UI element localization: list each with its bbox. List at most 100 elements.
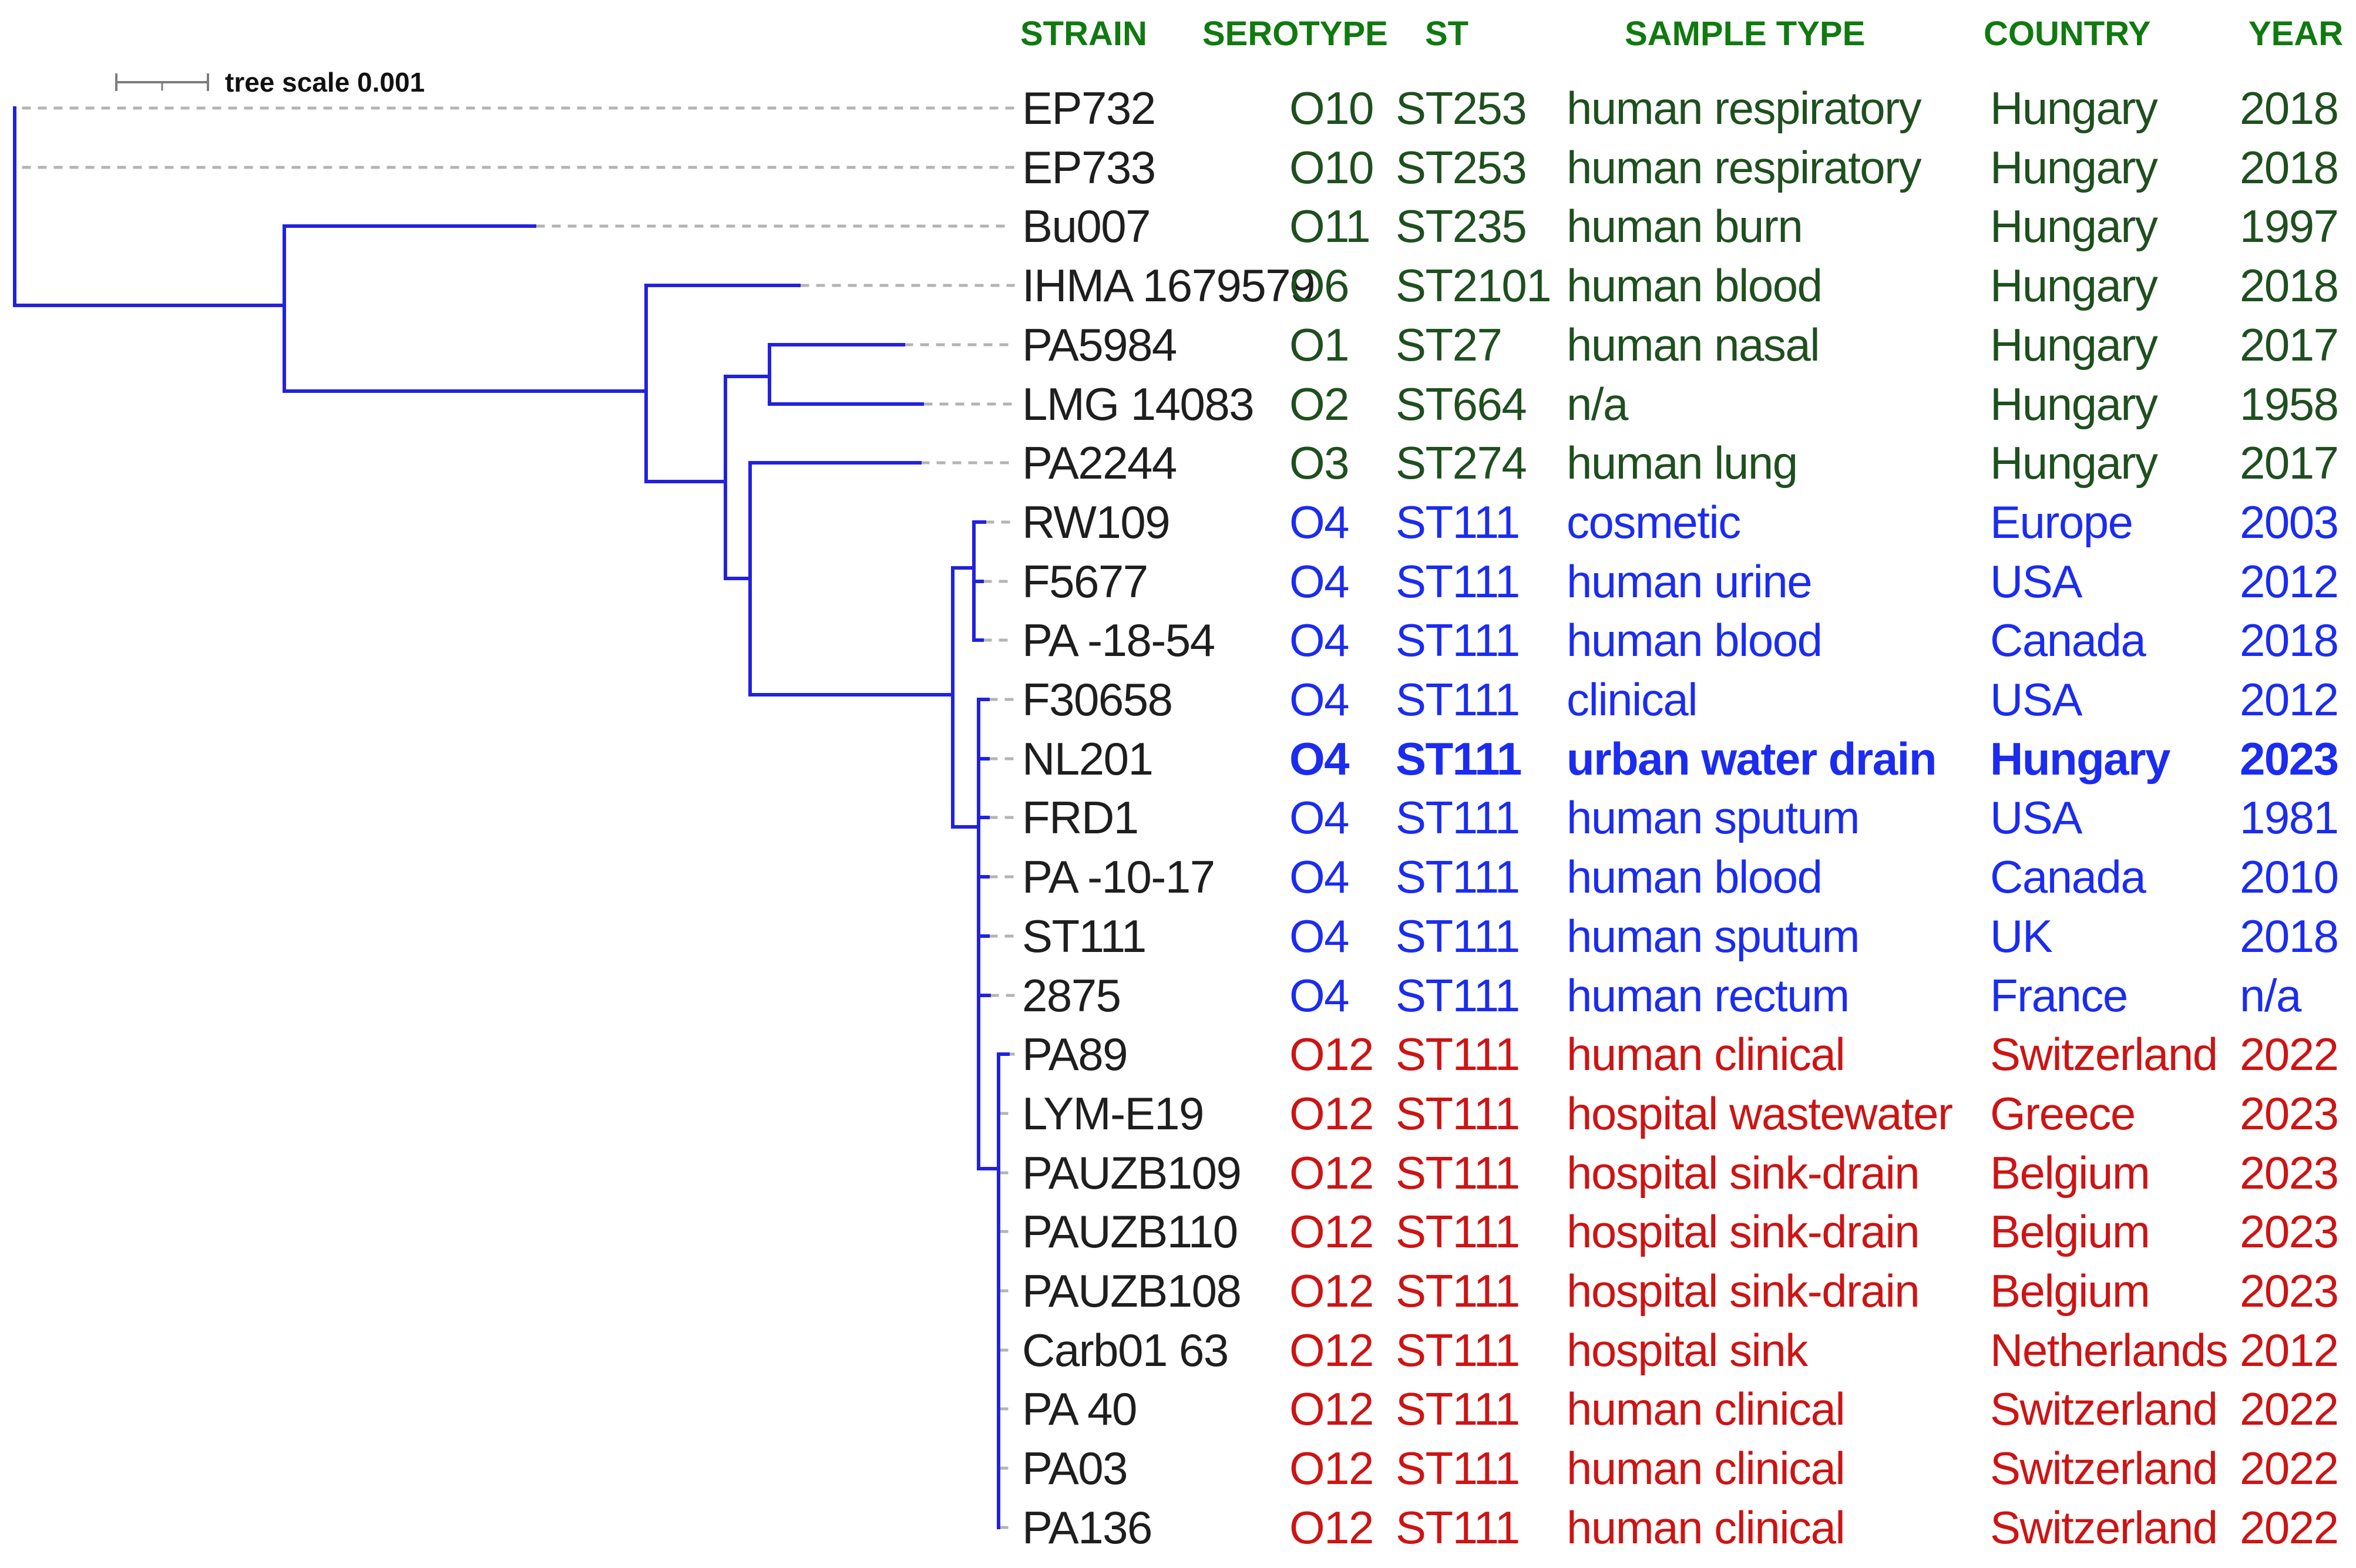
table-row: PAUZB109 O12 ST111 hospital sink-drain B… (0, 1143, 2356, 1203)
country-cell: Hungary (1990, 200, 2158, 252)
table-row: PA89 O12 ST111 human clinical Switzerlan… (0, 1024, 2356, 1084)
st-cell: ST111 (1396, 556, 1520, 607)
country-cell: Switzerland (1990, 1383, 2218, 1435)
country-cell: Belgium (1990, 1147, 2150, 1199)
strain-label: LMG 14083 (1022, 378, 1255, 430)
serotype-cell: O12 (1289, 1383, 1374, 1435)
year-cell: 1958 (2240, 378, 2339, 430)
serotype-cell: O4 (1289, 674, 1350, 725)
country-cell: Hungary (1990, 378, 2158, 430)
st-cell: ST111 (1396, 1265, 1520, 1317)
year-cell: 2023 (2240, 1088, 2339, 1139)
table-row: PA03 O12 ST111 human clinical Switzerlan… (0, 1438, 2356, 1498)
year-cell: 2018 (2240, 614, 2339, 666)
year-cell: 2023 (2240, 1265, 2339, 1317)
table-row: NL201 O4 ST111 urban water drain Hungary… (0, 729, 2356, 789)
serotype-cell: O10 (1289, 142, 1374, 193)
table-row: LMG 14083 O2 ST664 n/a Hungary 1958 (0, 374, 2356, 434)
serotype-cell: O4 (1289, 970, 1350, 1021)
country-cell: France (1990, 970, 2128, 1021)
sample-type-cell: human clinical (1567, 1442, 1846, 1494)
country-cell: Belgium (1990, 1206, 2150, 1257)
strain-label: F30658 (1022, 674, 1173, 725)
year-cell: 2018 (2240, 910, 2339, 962)
country-cell: Hungary (1990, 260, 2158, 311)
strain-label: NL201 (1022, 733, 1154, 785)
table-row: EP732 O10 ST253 human respiratory Hungar… (0, 78, 2356, 138)
serotype-cell: O12 (1289, 1502, 1374, 1553)
serotype-cell: O2 (1289, 378, 1350, 430)
year-cell: 2022 (2240, 1383, 2339, 1435)
strain-label: EP733 (1022, 142, 1156, 193)
sample-type-cell: human sputum (1567, 792, 1860, 843)
st-cell: ST111 (1396, 1502, 1520, 1553)
country-cell: Netherlands (1990, 1324, 2229, 1376)
country-cell: Hungary (1990, 437, 2158, 489)
st-cell: ST111 (1396, 970, 1520, 1021)
serotype-cell: O3 (1289, 437, 1350, 489)
column-header-country: COUNTRY (1984, 15, 2151, 53)
country-cell: Switzerland (1990, 1442, 2218, 1494)
country-cell: Canada (1990, 614, 2146, 666)
year-cell: 2012 (2240, 556, 2339, 607)
year-cell: 2022 (2240, 1502, 2339, 1553)
year-cell: 2018 (2240, 82, 2339, 134)
country-cell: Switzerland (1990, 1502, 2218, 1553)
sample-type-cell: human clinical (1567, 1028, 1846, 1080)
sample-type-cell: human blood (1567, 851, 1823, 903)
table-row: LYM-E19 O12 ST111 hospital wastewater Gr… (0, 1084, 2356, 1143)
table-row: ST111 O4 ST111 human sputum UK 2018 (0, 906, 2356, 966)
country-cell: Hungary (1990, 82, 2158, 134)
serotype-cell: O4 (1289, 556, 1350, 607)
table-row: FRD1 O4 ST111 human sputum USA 1981 (0, 788, 2356, 847)
sample-type-cell: human respiratory (1567, 142, 1922, 193)
serotype-cell: O4 (1289, 792, 1350, 843)
sample-type-cell: cosmetic (1567, 496, 1741, 548)
country-cell: Switzerland (1990, 1028, 2218, 1080)
st-cell: ST111 (1396, 851, 1520, 903)
strain-label: LYM-E19 (1022, 1088, 1204, 1139)
sample-type-cell: human lung (1567, 437, 1798, 489)
table-row: F5677 O4 ST111 human urine USA 2012 (0, 551, 2356, 611)
st-cell: ST27 (1396, 319, 1503, 371)
year-cell: 2003 (2240, 496, 2339, 548)
strain-label: IHMA 1679579 (1022, 260, 1316, 311)
sample-type-cell: human burn (1567, 200, 1803, 252)
country-cell: UK (1990, 910, 2053, 962)
strain-label: Carb01 63 (1022, 1324, 1229, 1376)
serotype-cell: O1 (1289, 319, 1350, 371)
st-cell: ST274 (1396, 437, 1527, 489)
strain-label: PA -18-54 (1022, 614, 1215, 666)
serotype-cell: O6 (1289, 260, 1350, 311)
country-cell: Greece (1990, 1088, 2136, 1139)
table-row: PAUZB108 O12 ST111 hospital sink-drain B… (0, 1261, 2356, 1321)
year-cell: n/a (2240, 970, 2301, 1021)
strain-label: F5677 (1022, 556, 1148, 607)
sample-type-cell: clinical (1567, 674, 1698, 725)
st-cell: ST111 (1396, 1383, 1520, 1435)
strain-label: EP732 (1022, 82, 1156, 134)
st-cell: ST111 (1396, 733, 1522, 785)
sample-type-cell: human clinical (1567, 1502, 1846, 1553)
strain-label: PA136 (1022, 1502, 1152, 1553)
strain-label: PA2244 (1022, 437, 1177, 489)
strain-label: Bu007 (1022, 200, 1151, 252)
table-row: Carb01 63 O12 ST111 hospital sink Nether… (0, 1320, 2356, 1380)
year-cell: 2012 (2240, 674, 2339, 725)
serotype-cell: O10 (1289, 82, 1374, 134)
year-cell: 1997 (2240, 200, 2339, 252)
serotype-cell: O12 (1289, 1088, 1374, 1139)
st-cell: ST111 (1396, 1088, 1520, 1139)
tree-scale-label: tree scale 0.001 (225, 67, 425, 97)
strain-label: PAUZB110 (1022, 1206, 1238, 1257)
table-row: RW109 O4 ST111 cosmetic Europe 2003 (0, 492, 2356, 552)
strain-label: PAUZB108 (1022, 1265, 1242, 1317)
sample-type-cell: human sputum (1567, 910, 1860, 962)
year-cell: 2012 (2240, 1324, 2339, 1376)
table-row: PA -10-17 O4 ST111 human blood Canada 20… (0, 847, 2356, 907)
year-cell: 1981 (2240, 792, 2339, 843)
year-cell: 2018 (2240, 260, 2339, 311)
table-row: PA5984 O1 ST27 human nasal Hungary 2017 (0, 315, 2356, 375)
sample-type-cell: hospital wastewater (1567, 1088, 1953, 1139)
